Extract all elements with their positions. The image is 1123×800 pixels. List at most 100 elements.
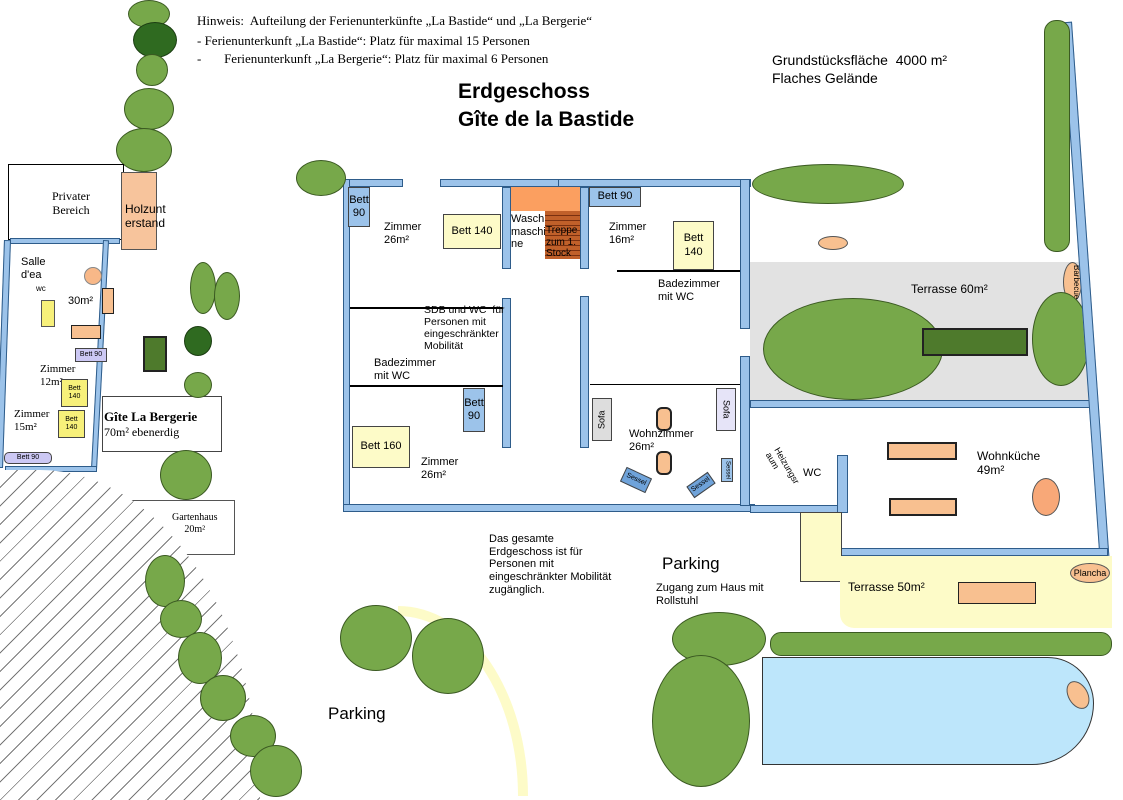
sofa (102, 288, 114, 314)
bed-140: Bett 140 (443, 214, 501, 249)
wall (343, 179, 350, 512)
tree (652, 655, 750, 787)
tree (124, 88, 174, 130)
wall (837, 455, 848, 513)
bed-90: Bett 90 (589, 187, 641, 207)
garden-house-label: Gartenhaus 20m² (172, 512, 218, 535)
wc-label: wc (36, 284, 46, 293)
dining-table (887, 442, 957, 460)
wall-line (350, 385, 503, 387)
bergerie-size: 70m² ebenerdig (104, 425, 180, 439)
note-line-2: - Ferienunterkunft „La Bastide“: Platz f… (197, 33, 530, 48)
parking-label: Parking (328, 704, 386, 723)
wall (10, 238, 120, 244)
garden-table (143, 336, 167, 372)
utility-area (511, 187, 580, 211)
wall (840, 548, 1108, 556)
wall (558, 179, 751, 187)
terrace-50-label: Terrasse 50m² (848, 580, 925, 594)
bed-90: Bett 90 (4, 452, 52, 464)
terrace-table (958, 582, 1036, 604)
coffee-table (656, 451, 672, 475)
tree (412, 618, 484, 694)
salle-label: Salle d'ea (21, 256, 46, 281)
staircase[interactable] (545, 211, 580, 259)
boiler-room-label: Heizungsr aum (763, 445, 802, 486)
wall (502, 298, 511, 448)
bathroom-label: Badezimmer mit WC (658, 278, 720, 303)
tree (340, 605, 412, 671)
title-gite: Gîte de la Bastide (458, 108, 635, 131)
tree (250, 745, 302, 797)
tree (133, 22, 177, 58)
bed-90: Bett 90 (463, 388, 485, 432)
bed-160: Bett 160 (352, 426, 410, 468)
armchair: Sessel (686, 471, 716, 499)
note-line-3: - Ferienunterkunft „La Bergerie“: Platz … (197, 51, 549, 66)
tree (190, 262, 216, 314)
room-12-label: Zimmer 12m² (40, 363, 76, 388)
garden-table (818, 236, 848, 250)
bed-90: Bett 90 (75, 348, 107, 362)
bed-140: Bett 140 (58, 410, 85, 438)
wall (740, 179, 750, 329)
room-label: Zimmer 26m² (421, 456, 459, 481)
dining-table (71, 325, 101, 339)
tree-row (1044, 20, 1070, 252)
tree (752, 164, 904, 204)
tree (763, 298, 943, 400)
tree (184, 372, 212, 398)
washing-machine-label: Wasch maschi ne (511, 213, 546, 251)
tree (296, 160, 346, 196)
wall (0, 239, 11, 469)
coffee-table (656, 407, 672, 431)
swimming-pool (762, 657, 1094, 765)
terrace-60-label: Terrasse 60m² (911, 282, 988, 296)
title-floor: Erdgeschoss (458, 80, 590, 103)
wall (750, 400, 1098, 408)
tree (160, 450, 212, 500)
private-area-label: Privater Bereich (52, 189, 90, 217)
terrace-table (922, 328, 1028, 356)
room-15-label: Zimmer 15m² (14, 408, 50, 433)
wall-line (350, 307, 503, 309)
tree (214, 272, 240, 320)
wall-line (590, 384, 740, 385)
bed-140: Bett 140 (673, 221, 714, 270)
armchair: Sessel (721, 458, 733, 482)
armchair: Sessel (619, 466, 653, 494)
dining-table (889, 498, 957, 516)
wheelchair-ramp (800, 512, 842, 582)
wall (580, 187, 589, 269)
wall-line (617, 270, 740, 272)
kitchen-label: Wohnküche 49m² (977, 449, 1041, 477)
wall (502, 187, 511, 269)
tree (136, 54, 168, 86)
bergerie-name: Gîte La Bergerie (104, 409, 198, 424)
round-table (1032, 478, 1060, 516)
wall (343, 179, 403, 187)
tree (116, 128, 172, 172)
tree (1032, 292, 1090, 386)
site-terrain: Flaches Gelände (772, 70, 878, 86)
living-area-label: 30m² (68, 295, 94, 307)
wall (740, 356, 750, 506)
woodshed (121, 172, 157, 250)
sofa: Sofa (592, 398, 612, 441)
woodshed-label: Holzunt erstand (125, 202, 166, 230)
wall (580, 296, 589, 448)
stairs-label: Treppe zum 1. Stock (546, 225, 578, 259)
round-table (84, 267, 102, 285)
room-label: Zimmer 26m² (384, 221, 422, 246)
ramp-label: Zugang zum Haus mit Rollstuhl (656, 582, 764, 607)
note-line-1: Hinweis: Aufteilung der Ferienunterkünft… (197, 13, 593, 28)
tree (184, 326, 212, 356)
hedge (770, 632, 1112, 656)
wall (343, 504, 755, 512)
tree (160, 600, 202, 638)
tree (200, 675, 246, 721)
accessibility-info: Das gesamte Erdgeschoss ist für Personen… (489, 533, 612, 596)
bed-140: Bett 140 (61, 379, 88, 407)
room-label: Zimmer 16m² (609, 221, 647, 246)
bergerie-info-box (102, 396, 222, 452)
